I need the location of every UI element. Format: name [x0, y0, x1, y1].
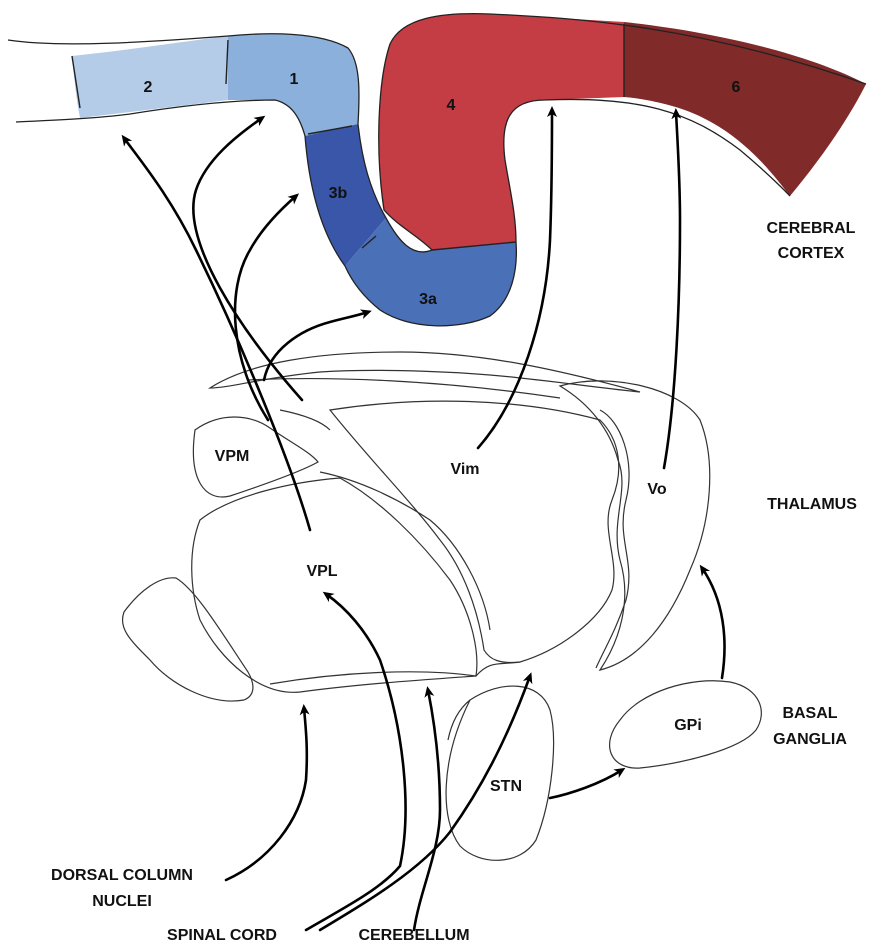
area-1-label: 1 [290, 71, 299, 88]
basal-ganglia-label-line2: GANGLIA [773, 731, 847, 748]
cerebral-label-line1: CEREBRAL [767, 220, 856, 237]
area-4-region [379, 14, 624, 250]
vpl-label: VPL [306, 563, 337, 580]
vo-outline [560, 381, 710, 670]
cortex-band: 2 1 3b 3a 4 6 [8, 14, 866, 326]
stn-label: STN [490, 778, 522, 795]
vpl-outline [192, 478, 477, 692]
area-2-label: 2 [144, 79, 153, 96]
dorsal-column-nuclei-label-line2: NUCLEI [92, 893, 152, 910]
basal-ganglia-label-line1: BASAL [782, 705, 837, 722]
area-4-label: 4 [447, 97, 456, 114]
area-2-region [72, 36, 228, 118]
thalamus-label: THALAMUS [767, 496, 857, 513]
vim-label: Vim [450, 461, 479, 478]
stn-outline [446, 686, 553, 860]
vim-outline [330, 401, 619, 662]
vpm-outline [193, 417, 318, 497]
dorsal-column-nuclei-label-line1: DORSAL COLUMN [51, 867, 193, 884]
vo-label: Vo [647, 481, 666, 498]
area-3a-label: 3a [419, 291, 437, 308]
area-3b-label: 3b [329, 185, 348, 202]
area-6-label: 6 [732, 79, 741, 96]
cerebellum-label: CEREBELLUM [358, 927, 469, 944]
gpi-label: GPi [674, 717, 702, 734]
cerebral-label-line2: CORTEX [778, 245, 845, 262]
spinal-cord-label: SPINAL CORD [167, 927, 277, 944]
vpm-label: VPM [215, 448, 250, 465]
reticular-outline [122, 578, 252, 701]
thalamus-outlines [122, 352, 709, 701]
